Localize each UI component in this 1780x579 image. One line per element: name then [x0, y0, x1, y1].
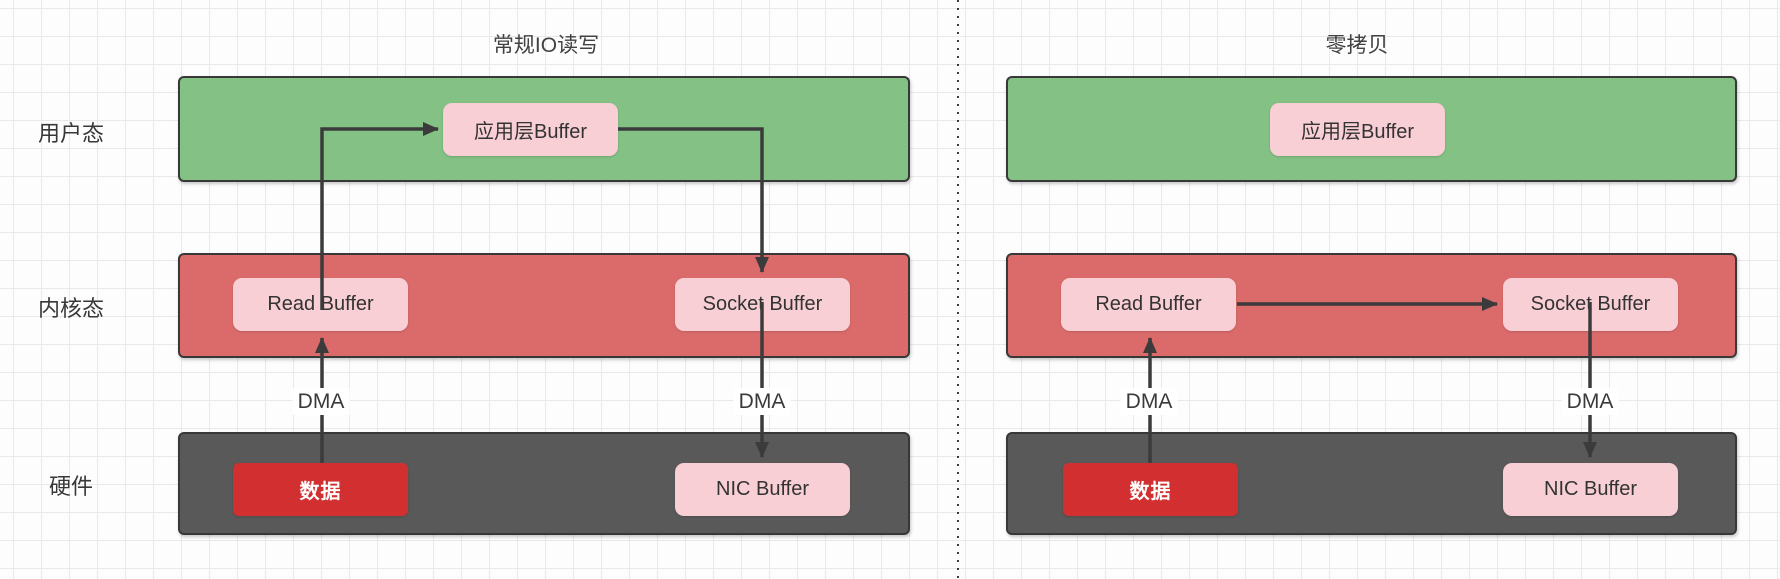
- row-label-hardware: 硬件: [48, 474, 93, 499]
- dma-label: DMA: [292, 388, 350, 415]
- nic-buffer-box-left: NIC Buffer: [675, 463, 850, 516]
- data-box-left: 数据: [233, 463, 408, 516]
- dma-label: DMA: [733, 388, 791, 415]
- socket-buffer-box-left: Socket Buffer: [675, 278, 850, 331]
- data-box-right: 数据: [1063, 463, 1238, 516]
- panel-title-regular-io: 常规IO读写: [492, 34, 600, 57]
- app-buffer-box-left: 应用层Buffer: [443, 103, 618, 156]
- nic-buffer-box-right: NIC Buffer: [1503, 463, 1678, 516]
- panel-title-zero-copy: 零拷贝: [1325, 34, 1389, 57]
- dma-label: DMA: [1120, 388, 1178, 415]
- app-buffer-box-right: 应用层Buffer: [1270, 103, 1445, 156]
- read-buffer-box-right: Read Buffer: [1061, 278, 1236, 331]
- dma-label: DMA: [1561, 388, 1619, 415]
- row-label-kernel-mode: 内核态: [37, 296, 104, 321]
- read-buffer-box-left: Read Buffer: [233, 278, 408, 331]
- row-label-user-mode: 用户态: [37, 121, 104, 146]
- socket-buffer-box-right: Socket Buffer: [1503, 278, 1678, 331]
